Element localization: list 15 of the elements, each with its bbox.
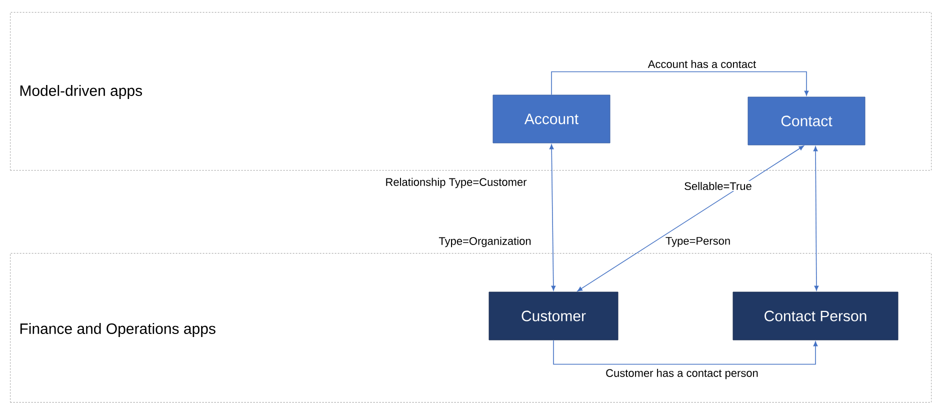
connector-arrow: [577, 146, 804, 292]
connector-arrow: [553, 340, 818, 365]
connector-arrow: [549, 144, 556, 291]
field-label: Type=Person: [664, 236, 732, 248]
entity-box: Customer: [488, 292, 618, 340]
edge-label: Relationship Type=Customer: [384, 176, 528, 190]
connector-arrow: [551, 71, 809, 96]
entity-box: Account: [492, 94, 610, 144]
edge-label: Sellable=True: [683, 180, 753, 192]
edge-label: Account has a contact: [646, 58, 758, 70]
entity-box: Contact Person: [732, 292, 898, 340]
field-label: Type=Organization: [438, 236, 532, 248]
edge-label: Customer has a contact person: [604, 368, 760, 380]
entity-box: Contact: [748, 96, 866, 146]
connector-arrow: [813, 146, 819, 291]
